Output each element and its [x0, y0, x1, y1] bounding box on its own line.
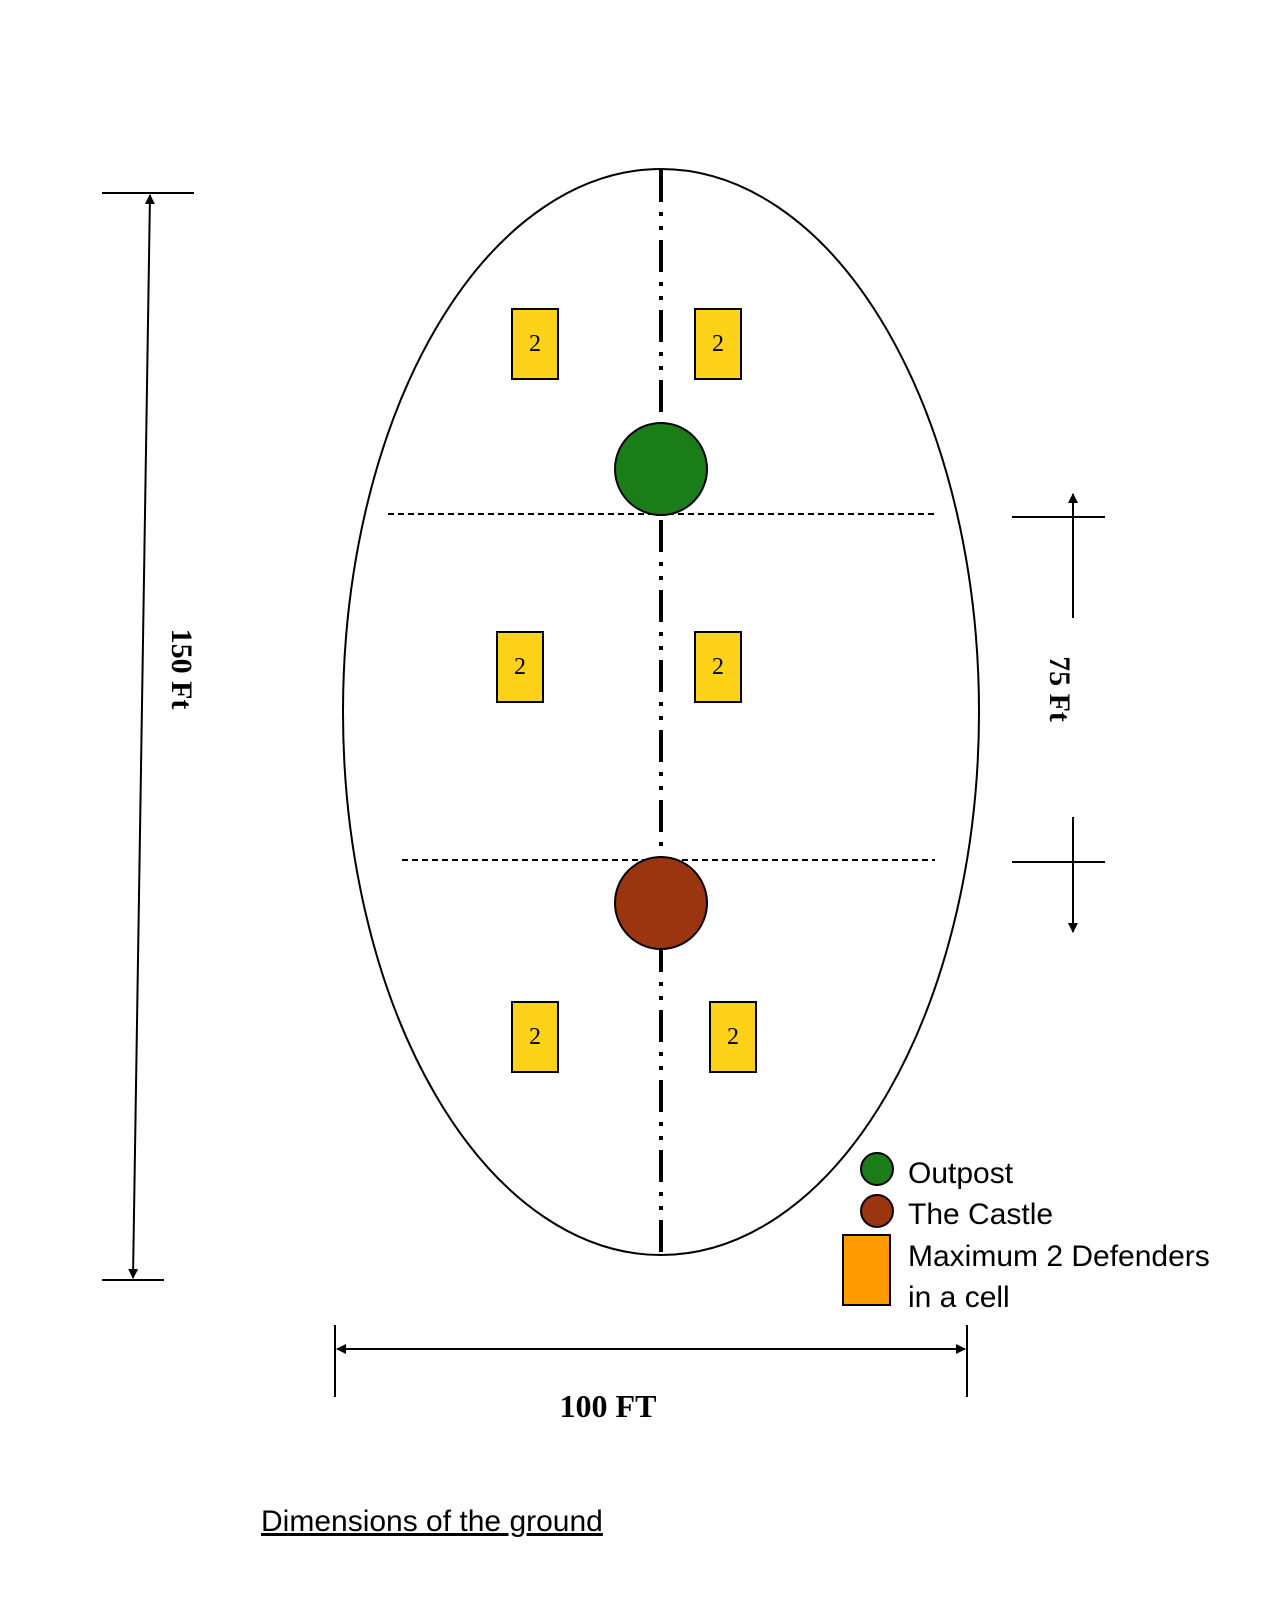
cell-label: 2 — [712, 654, 724, 680]
middle-dimension: 75 Ft — [1012, 493, 1105, 933]
legend-outpost-label: Outpost — [908, 1157, 1014, 1190]
width-label: 100 FT — [560, 1388, 657, 1424]
legend-cell-label-line2: in a cell — [908, 1281, 1010, 1314]
cell-label: 2 — [514, 654, 526, 680]
cell-label: 2 — [712, 331, 724, 357]
cell-label: 2 — [727, 1024, 739, 1050]
defender-cell: 2 — [694, 631, 742, 703]
height-dimension: 150 Ft — [102, 192, 198, 1281]
field-boundary — [342, 168, 980, 1256]
cell-label: 2 — [529, 331, 541, 357]
legend-outpost-swatch — [860, 1152, 894, 1186]
defender-cell: 2 — [694, 308, 742, 380]
legend: Outpost The Castle Maximum 2 Defenders i… — [842, 1152, 1210, 1314]
outpost-marker — [614, 422, 708, 516]
legend-cell-label-line1: Maximum 2 Defenders — [908, 1240, 1210, 1273]
cell-label: 2 — [529, 1024, 541, 1050]
defender-cell: 2 — [496, 631, 544, 703]
defender-cell: 2 — [511, 1001, 559, 1073]
defender-cell: 2 — [511, 308, 559, 380]
defender-cell: 2 — [709, 1001, 757, 1073]
height-label: 150 Ft — [165, 629, 198, 710]
legend-castle-swatch — [860, 1194, 894, 1228]
middle-label: 75 Ft — [1043, 656, 1076, 722]
castle-marker — [614, 856, 708, 950]
width-dimension: 100 FT — [334, 1325, 968, 1424]
legend-cell-swatch — [842, 1234, 891, 1306]
legend-castle-label: The Castle — [908, 1198, 1053, 1231]
diagram-caption: Dimensions of the ground — [261, 1505, 603, 1538]
